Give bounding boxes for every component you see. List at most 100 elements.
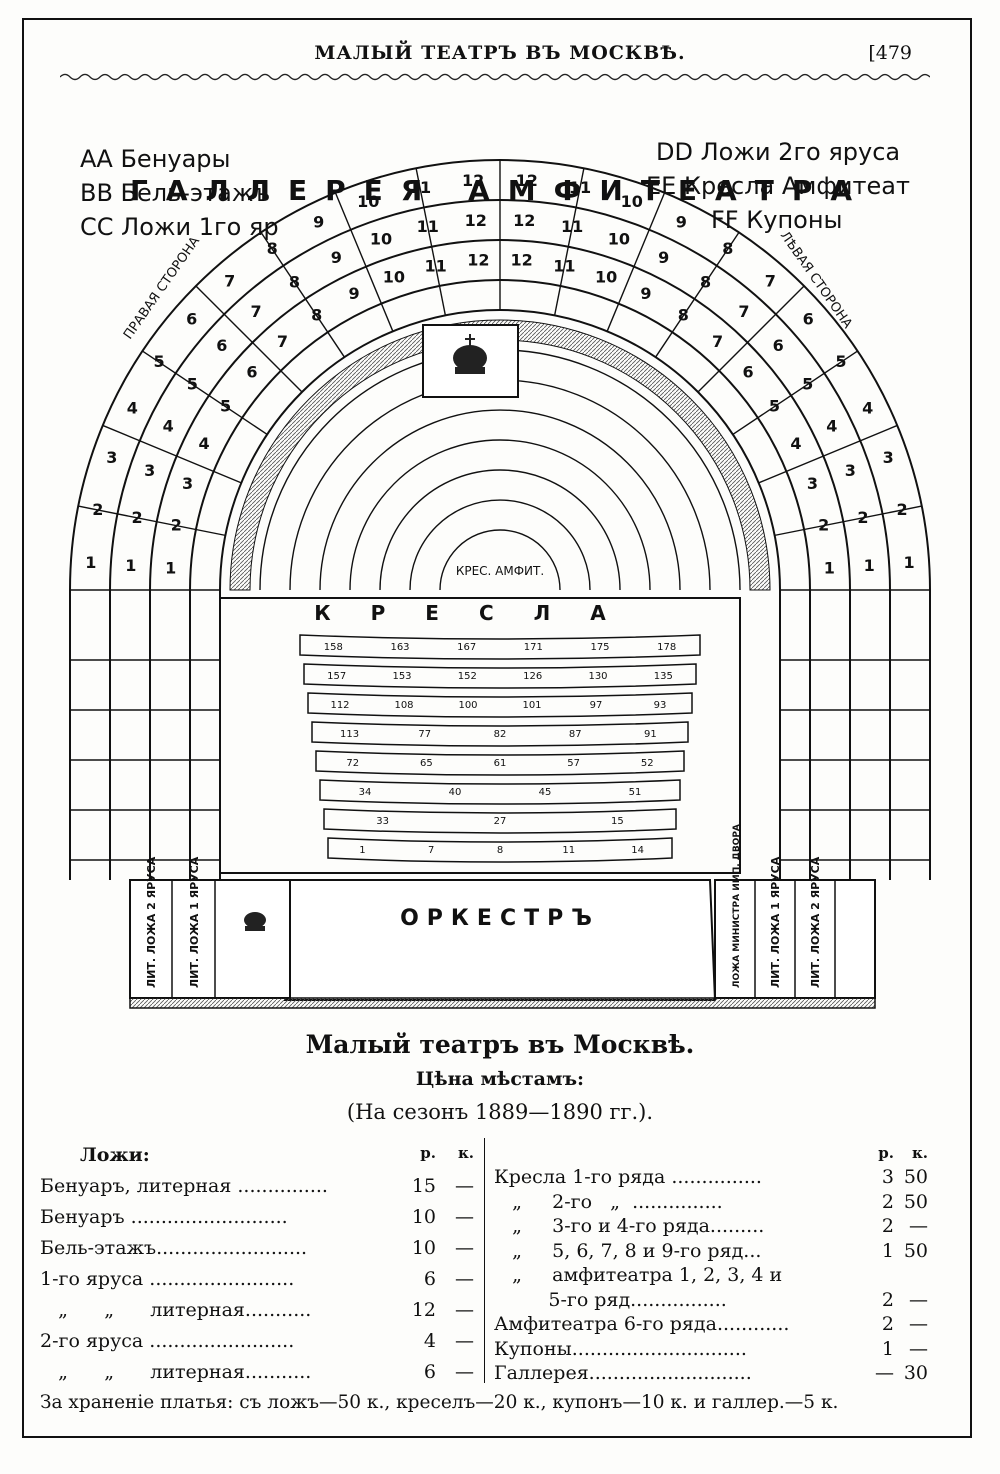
stalls-area — [219, 597, 741, 874]
legend-item-b: BB Бель-этажъ — [80, 179, 271, 207]
box-divider — [654, 232, 740, 358]
price-label: 5-го ряд................ — [494, 1288, 727, 1311]
crown-icon — [453, 334, 487, 374]
seat-number: 113 — [340, 729, 359, 740]
box-number: 8 — [678, 306, 689, 325]
seat-number: 40 — [449, 787, 462, 798]
seat-number: 34 — [359, 787, 372, 798]
seat-number: 135 — [654, 671, 673, 682]
box-number: 11 — [424, 256, 446, 275]
orchestra-pit — [283, 879, 717, 1001]
price-rubles: 15 — [411, 1175, 436, 1197]
amphitheatre-area — [229, 319, 771, 591]
seat-number: 112 — [330, 700, 349, 711]
stalls-row — [323, 808, 677, 834]
box-number: 8 — [722, 239, 733, 258]
price-row: Бель-этажъ.........................10— — [40, 1233, 480, 1264]
seat-number: 65 — [420, 758, 433, 769]
box-number: 10 — [357, 192, 379, 211]
caption-season: (На сезонъ 1889—1890 гг.). — [346, 1100, 654, 1124]
box-number: 12 — [516, 171, 538, 190]
price-kopecks: — — [455, 1175, 474, 1197]
box-number: 3 — [845, 461, 856, 480]
box-number: 4 — [127, 399, 138, 418]
box-number: 2 — [818, 516, 829, 535]
legend-item-e: EE Кресла Амфитеат — [646, 172, 910, 200]
price-rubles: — — [875, 1362, 894, 1384]
price-list-boxes: Ложи: р. к. Бенуаръ, литерная ..........… — [40, 1140, 480, 1388]
box-number: 1 — [864, 556, 875, 575]
stalls-row — [327, 837, 673, 863]
price-label: „ 2-го „ ............... — [494, 1190, 723, 1213]
running-title: МАЛЫЙ ТЕАТРЪ ВЪ МОСКВѢ. — [314, 42, 686, 64]
price-kopecks: — — [455, 1206, 474, 1228]
amphitheatre-row — [349, 439, 651, 591]
seat-number: 153 — [392, 671, 411, 682]
stalls-row — [307, 692, 693, 718]
box-number: 7 — [250, 302, 261, 321]
footer-note: За храненіе платья: съ ложъ—50 к., кресе… — [40, 1392, 839, 1413]
box-number: 7 — [224, 272, 235, 291]
seat-number: 51 — [629, 787, 642, 798]
price-label: „ 3-го и 4-го ряда......... — [494, 1215, 765, 1237]
box-number: 10 — [608, 230, 630, 249]
price-kopecks: — — [909, 1215, 928, 1237]
unit-r: р. — [420, 1144, 436, 1162]
box-number: 1 — [165, 558, 176, 577]
running-head: МАЛЫЙ ТЕАТРЪ ВЪ МОСКВѢ. [479 — [30, 42, 970, 72]
amphitheatre-row — [409, 499, 591, 591]
seat-number: 57 — [567, 758, 580, 769]
box-number: 9 — [313, 212, 324, 231]
seat-number: 72 — [346, 758, 359, 769]
amphitheatre-label: КРЕС. АМФИТ. — [456, 564, 544, 578]
box-number: 12 — [467, 251, 489, 270]
price-label: 2-го яруса ........................ — [40, 1330, 295, 1352]
seat-number: 87 — [569, 729, 582, 740]
box-number: 7 — [712, 332, 723, 351]
price-label: Бенуаръ, литерная ............... — [40, 1175, 328, 1197]
price-row: 2-го яруса ........................4— — [40, 1326, 480, 1357]
seat-number: 101 — [522, 700, 541, 711]
box-number: 3 — [807, 474, 818, 493]
price-row: „ „ литерная...........12— — [40, 1295, 480, 1326]
stalls-label: КРЕСЛА — [314, 601, 645, 625]
box-dividers — [70, 160, 930, 861]
price-label: Бенуаръ .......................... — [40, 1206, 288, 1228]
box-number: 12 — [465, 211, 487, 230]
box-divider — [102, 424, 242, 484]
box-divider — [774, 505, 922, 537]
seat-number: 130 — [588, 671, 607, 682]
box-number: 6 — [186, 310, 197, 329]
legend-right: DD Ложи 2го яруса EE Кресла Амфитеат FF … — [646, 135, 910, 237]
seat-number: 163 — [390, 642, 409, 653]
seat-number: 97 — [590, 700, 603, 711]
price-label: Галлерея........................... — [494, 1362, 752, 1384]
amphitheatre-row — [379, 469, 621, 591]
price-kopecks: — — [455, 1330, 474, 1352]
price-label: „ „ литерная........... — [40, 1299, 312, 1321]
legend-item-a: АА Бенуары — [80, 145, 231, 173]
gallery-label: ГАЛЛЕРЕЯ АМФИТЕАТРА — [130, 174, 870, 207]
seat-number: 11 — [562, 845, 575, 856]
price-heading: Ложи: — [80, 1144, 150, 1166]
seat-number: 1 — [359, 845, 365, 856]
price-rubles: 2 — [881, 1190, 894, 1213]
stalls-row — [315, 750, 685, 776]
box-number: 10 — [370, 230, 392, 249]
box-number: 4 — [163, 416, 174, 435]
box-divider — [334, 192, 394, 332]
price-rubles: 12 — [411, 1299, 436, 1321]
price-rubles: 1 — [881, 1239, 894, 1262]
box-number: 6 — [216, 336, 227, 355]
seat-number: 61 — [494, 758, 507, 769]
price-row: Галлерея...........................—30 — [494, 1358, 934, 1384]
price-rubles: 1 — [881, 1337, 894, 1360]
crown-icon — [244, 912, 266, 931]
price-rubles: 3 — [881, 1166, 894, 1188]
price-label: Купоны............................. — [494, 1337, 747, 1360]
box-number: 4 — [862, 399, 873, 418]
price-row: Бенуаръ, литерная ............... 15 — — [40, 1171, 480, 1202]
